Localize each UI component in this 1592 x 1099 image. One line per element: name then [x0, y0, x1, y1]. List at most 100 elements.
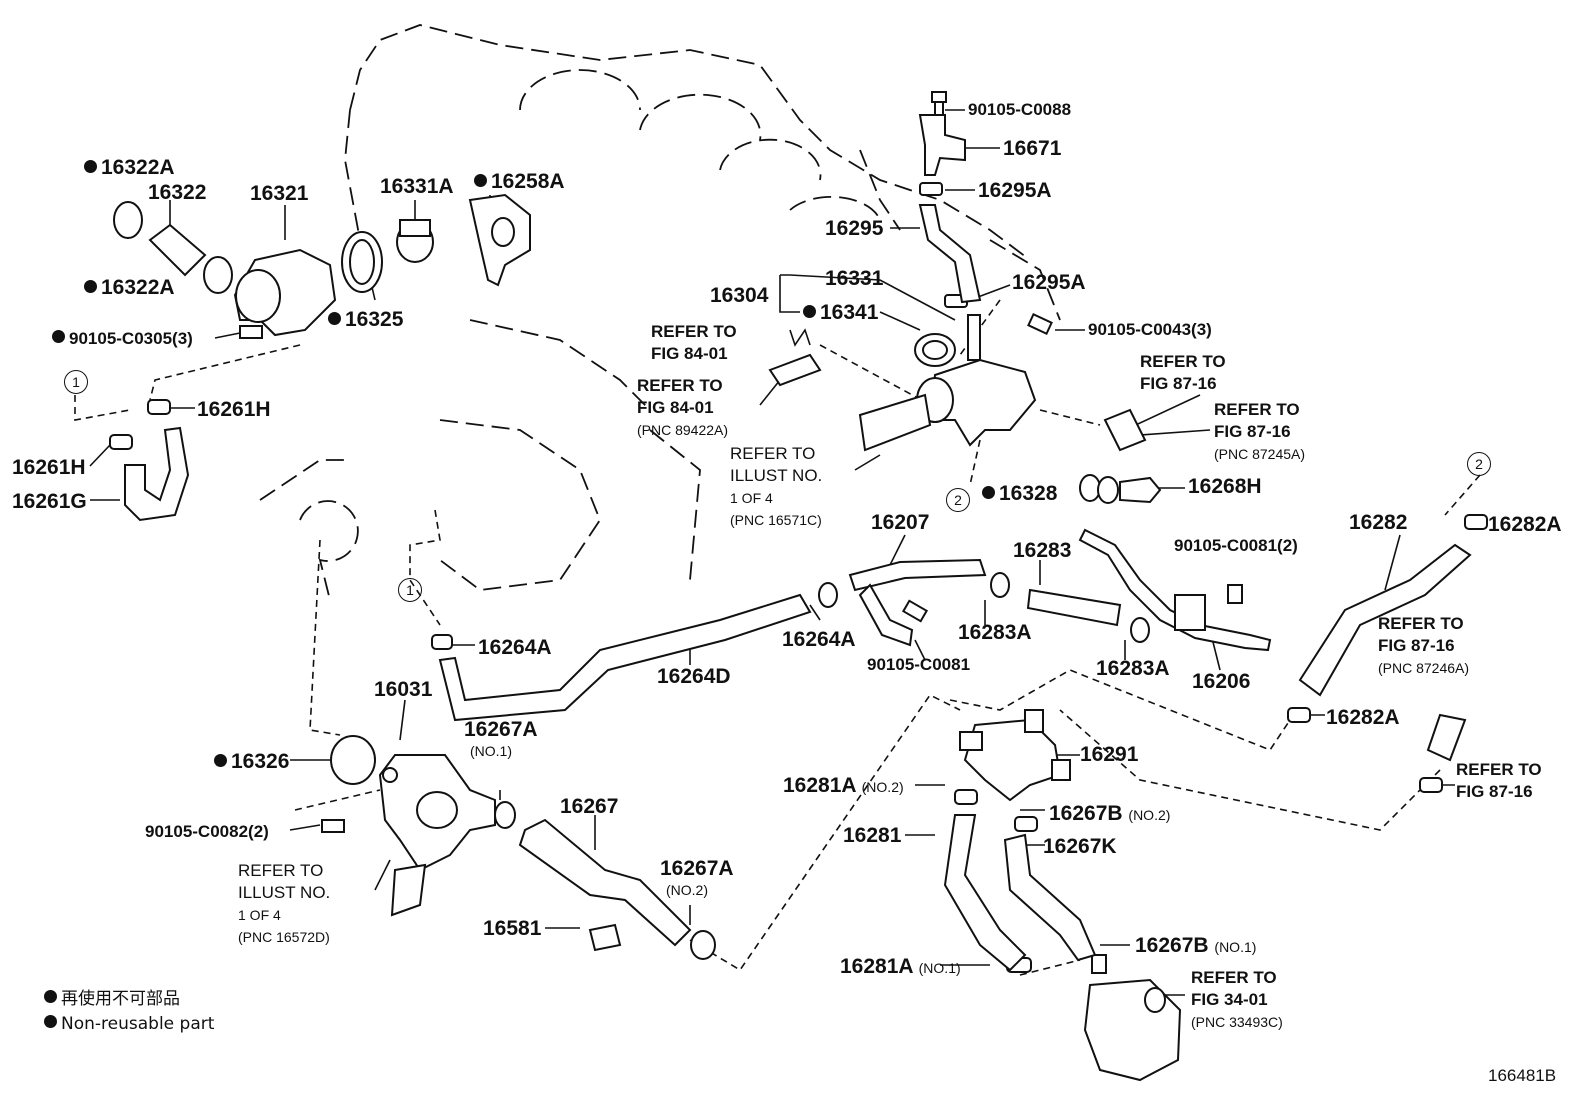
ref-line: FIG 87-16 — [1456, 782, 1533, 801]
part-label-16267: 16267 — [560, 795, 619, 818]
part-label-16581: 16581 — [483, 917, 542, 940]
ref-line: REFER TO — [1456, 760, 1542, 779]
non-reusable-dot-icon — [44, 1015, 57, 1028]
legend-japanese: 再使用不可部品 — [44, 990, 180, 1008]
ref-line: FIG 87-16 — [1214, 422, 1291, 441]
ref-pnc: (PNC 87245A) — [1214, 446, 1306, 462]
part-label-16264D: 16264D — [657, 665, 731, 688]
part-label-16291: 16291 — [1080, 743, 1139, 766]
ref-pnc: (PNC 16572D) — [238, 929, 330, 945]
part-label-16267K: 16267K — [1043, 835, 1117, 858]
part-label-16671: 16671 — [1003, 137, 1062, 160]
part-label-16207: 16207 — [871, 511, 930, 534]
non-reusable-dot-icon — [84, 160, 97, 173]
circle-ref-2: 2 — [1467, 452, 1491, 476]
ref-line: REFER TO — [1378, 614, 1464, 633]
part-label-16283A-a: 16283A — [958, 621, 1032, 644]
part-label-16322A-bottom: 16322A — [84, 277, 175, 298]
part-label-16031: 16031 — [374, 678, 433, 701]
part-label-16322: 16322 — [148, 181, 207, 204]
part-label-16264A-right: 16264A — [782, 628, 856, 651]
circle-ref-1: 1 — [64, 370, 88, 394]
part-label-90105-C0305: 90105-C0305(3) — [52, 330, 193, 347]
ref-line: REFER TO — [651, 322, 737, 341]
refer-to-fig-87-16-d: REFER TO FIG 87-16 — [1456, 759, 1542, 803]
part-number: 16281A — [840, 955, 913, 978]
part-note: (NO.1) — [918, 960, 961, 976]
ref-line: REFER TO — [730, 444, 816, 463]
part-label-16328: 16328 — [982, 483, 1057, 504]
part-label-16261H-b: 16261H — [12, 456, 86, 479]
part-label-16261G: 16261G — [12, 490, 87, 513]
ref-line: FIG 84-01 — [651, 344, 728, 363]
part-label-16267A-2: 16267A — [660, 857, 734, 880]
part-label-16295: 16295 — [825, 217, 884, 240]
part-label-16282A-bottom: 16282A — [1326, 706, 1400, 729]
diagram-id: 166481B — [1488, 1066, 1557, 1085]
ref-pnc: (PNC 89422A) — [637, 422, 729, 438]
ref-line: FIG 34-01 — [1191, 990, 1268, 1009]
ref-line: FIG 84-01 — [637, 398, 714, 417]
part-label-90105-C0082: 90105-C0082(2) — [145, 822, 269, 841]
part-label-16264A-left: 16264A — [478, 636, 552, 659]
part-note-no-2: (NO.2) — [666, 882, 708, 898]
part-label-16322A-top: 16322A — [84, 157, 175, 178]
ref-line: 1 OF 4 — [730, 490, 773, 506]
ref-pnc: (PNC 16571C) — [730, 512, 822, 528]
part-label-16295A-top: 16295A — [978, 179, 1052, 202]
part-label-16267B-1: 16267B (NO.1) — [1135, 935, 1256, 956]
part-label-16295A-bottom: 16295A — [1012, 271, 1086, 294]
refer-to-fig-84-01-a: REFER TO FIG 84-01 — [651, 321, 737, 365]
ref-pnc: (PNC 33493C) — [1191, 1014, 1283, 1030]
part-label-16283: 16283 — [1013, 539, 1072, 562]
ref-line: REFER TO — [1140, 352, 1226, 371]
part-label-16281A-2: 16281A (NO.2) — [783, 775, 904, 796]
part-label-16267B-2: 16267B (NO.2) — [1049, 803, 1170, 824]
ref-line: REFER TO — [637, 376, 723, 395]
part-label-16331A: 16331A — [380, 175, 454, 198]
engine-outline — [259, 24, 1061, 601]
ref-line: REFER TO — [1214, 400, 1300, 419]
part-label-16331: 16331 — [825, 267, 884, 290]
ref-pnc: (PNC 87246A) — [1378, 660, 1470, 676]
part-label-90105-C0081: 90105-C0081 — [867, 655, 971, 674]
ref-line: ILLUST NO. — [238, 883, 331, 902]
part-note: (NO.2) — [1128, 807, 1171, 823]
non-reusable-dot-icon — [52, 330, 65, 343]
part-label-16321: 16321 — [250, 182, 309, 205]
part-label-16325: 16325 — [328, 309, 403, 330]
part-label-16341: 16341 — [803, 302, 878, 323]
ref-line: ILLUST NO. — [730, 466, 823, 485]
part-number: 16322A — [101, 156, 175, 179]
part-note: (NO.2) — [861, 779, 904, 795]
non-reusable-dot-icon — [44, 990, 57, 1003]
part-label-16281: 16281 — [843, 824, 902, 847]
ref-line: REFER TO — [1191, 968, 1277, 987]
refer-to-fig-34-01: REFER TO FIG 34-01 (PNC 33493C) — [1191, 967, 1283, 1033]
part-number: 16325 — [345, 308, 404, 331]
non-reusable-dot-icon — [214, 754, 227, 767]
part-number: 16281A — [783, 774, 856, 797]
part-number: 16328 — [999, 482, 1058, 505]
part-number: 16326 — [231, 750, 290, 773]
non-reusable-dot-icon — [84, 280, 97, 293]
part-label-16326: 16326 — [214, 751, 289, 772]
part-label-90105-C0081-2: 90105-C0081(2) — [1174, 536, 1298, 555]
part-number: 16267B — [1049, 802, 1123, 825]
part-number: 90105-C0305(3) — [69, 329, 193, 348]
part-label-16261H-a: 16261H — [197, 398, 271, 421]
part-label-16282A-top: 16282A — [1488, 513, 1562, 536]
legend-text: 再使用不可部品 — [61, 989, 180, 1009]
refer-to-illust-16571C: REFER TO ILLUST NO. 1 OF 4 (PNC 16571C) — [730, 443, 822, 531]
non-reusable-dot-icon — [982, 486, 995, 499]
part-label-90105-C0043: 90105-C0043(3) — [1088, 320, 1212, 339]
part-label-16283A-b: 16283A — [1096, 657, 1170, 680]
part-label-16206: 16206 — [1192, 670, 1251, 693]
part-label-16282: 16282 — [1349, 511, 1408, 534]
parts-art — [109, 91, 1488, 1082]
refer-to-fig-87-16-b: REFER TO FIG 87-16 (PNC 87245A) — [1214, 399, 1305, 465]
non-reusable-dot-icon — [803, 305, 816, 318]
circle-ref-1: 1 — [398, 578, 422, 602]
part-number: 16322A — [101, 276, 175, 299]
part-label-16304: 16304 — [710, 284, 769, 307]
